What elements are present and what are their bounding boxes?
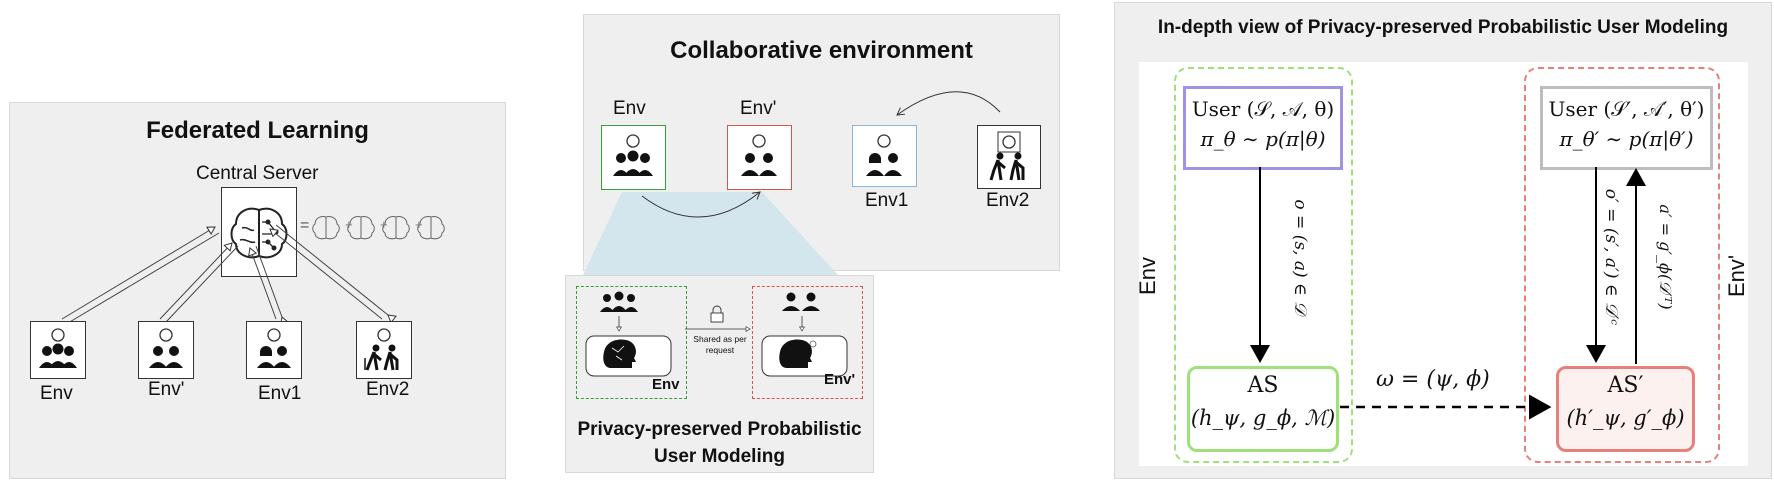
collab-env-prime-label: Env': [740, 98, 777, 119]
aggregate-equals: =: [300, 217, 310, 234]
aggregate-plus-3: +: [415, 217, 423, 232]
pair-of-people-icon: [782, 292, 820, 311]
pair-of-people-icon: [257, 328, 291, 368]
central-server-label: Central Server: [196, 163, 319, 184]
as-box-left: [1187, 366, 1339, 452]
brain-network-icon: [230, 207, 288, 259]
collab-env-label: Env: [613, 98, 646, 119]
as-right-line1: AS′: [1607, 373, 1644, 398]
aggregate-plus-2: +: [380, 217, 388, 232]
mini-brain-icon: [347, 216, 375, 240]
privacy-env-prime-label: Env': [824, 371, 856, 388]
as-left-line1: AS: [1247, 373, 1279, 398]
user-box-left: [1183, 86, 1343, 170]
as-right-line2: (h′_ψ, g′_ϕ): [1566, 406, 1685, 430]
share-label-line2: request: [705, 345, 735, 355]
as-box-right: [1556, 366, 1695, 452]
federated-title: Federated Learning: [146, 117, 369, 144]
collab-env2-label: Env2: [986, 190, 1030, 211]
omega-label: ω = (ψ, ϕ): [1376, 367, 1490, 392]
client-env-prime: [138, 321, 194, 379]
client-label-env2: Env2: [366, 379, 410, 400]
client-label-env-prime: Env': [148, 379, 185, 400]
aggregate-brains-row: [312, 216, 445, 240]
privacy-subpanel: Env Env' Shared as per request Privacy-p…: [565, 275, 874, 473]
client-label-env: Env: [40, 383, 73, 404]
indepth-arrows: [1250, 167, 1646, 420]
elderly-couple-icon: [364, 328, 399, 371]
mini-brain-icon: [312, 216, 340, 240]
privacy-env-label: Env: [652, 376, 680, 393]
mini-brain-icon: [417, 216, 445, 240]
env-region-left: [1174, 67, 1353, 463]
mini-brain-icon: [382, 216, 410, 240]
collab-env1-label: Env1: [865, 190, 909, 211]
as-left-line2: (h_ψ, g_ϕ, ℳ): [1190, 406, 1336, 430]
aggregate-plus-1: +: [345, 217, 353, 232]
pair-of-people-icon: [149, 328, 183, 368]
lock-icon: [710, 305, 724, 323]
federated-learning-panel: Federated Learning Central Server = + + …: [9, 102, 506, 479]
user-left-line2: π_θ ∼ p(π|θ): [1200, 127, 1326, 151]
collab-env1-box: [852, 125, 917, 187]
privacy-caption-line2: User Modeling: [654, 446, 785, 467]
federated-arrows: [59, 224, 397, 332]
collab-env2-box: [977, 125, 1041, 189]
indepth-title: In-depth view of Privacy-preserved Proba…: [1157, 17, 1729, 38]
privacy-diagram-details: [585, 291, 848, 377]
collab-env-prime-box: [727, 125, 792, 190]
pair-of-people-icon: [741, 134, 777, 176]
indepth-panel: In-depth view of Privacy-preserved Proba…: [1114, 2, 1772, 479]
env-region-right: [1524, 67, 1720, 463]
group-of-people-icon: [39, 328, 77, 368]
user-right-line1: User (𝒮′, 𝒜′, θ′): [1548, 97, 1705, 121]
user-left-line1: User (𝒮, 𝒜, θ): [1191, 97, 1335, 121]
client-env2: [356, 321, 412, 379]
user-right-line2: π_θ′ ∼ p(π|θ′): [1559, 127, 1694, 151]
arrow-right-down-label: o′ = (s′, a′) ∈ 𝒟′ᶜ: [1601, 188, 1621, 326]
collab-title: Collaborative environment: [670, 37, 973, 64]
privacy-box-env-prime: [752, 286, 863, 399]
arrow-left-label: o = (s, a) ∈ 𝒟: [1290, 199, 1310, 315]
collab-env-box: [601, 125, 666, 190]
pair-of-people-icon: [866, 134, 902, 176]
elderly-couple-icon: [989, 131, 1025, 181]
client-env1: [246, 321, 302, 379]
arrow-right-up-label: a′ = g′_ϕ(𝒟′ᵀ): [1656, 204, 1675, 310]
privacy-caption-line1: Privacy-preserved Probabilistic: [577, 419, 862, 440]
client-label-env1: Env1: [258, 383, 302, 404]
group-of-people-icon: [600, 291, 638, 312]
privacy-box-env: [576, 286, 687, 399]
share-label-line1: Shared as per: [693, 334, 747, 344]
group-of-people-icon: [613, 134, 653, 176]
client-env: [30, 321, 86, 379]
